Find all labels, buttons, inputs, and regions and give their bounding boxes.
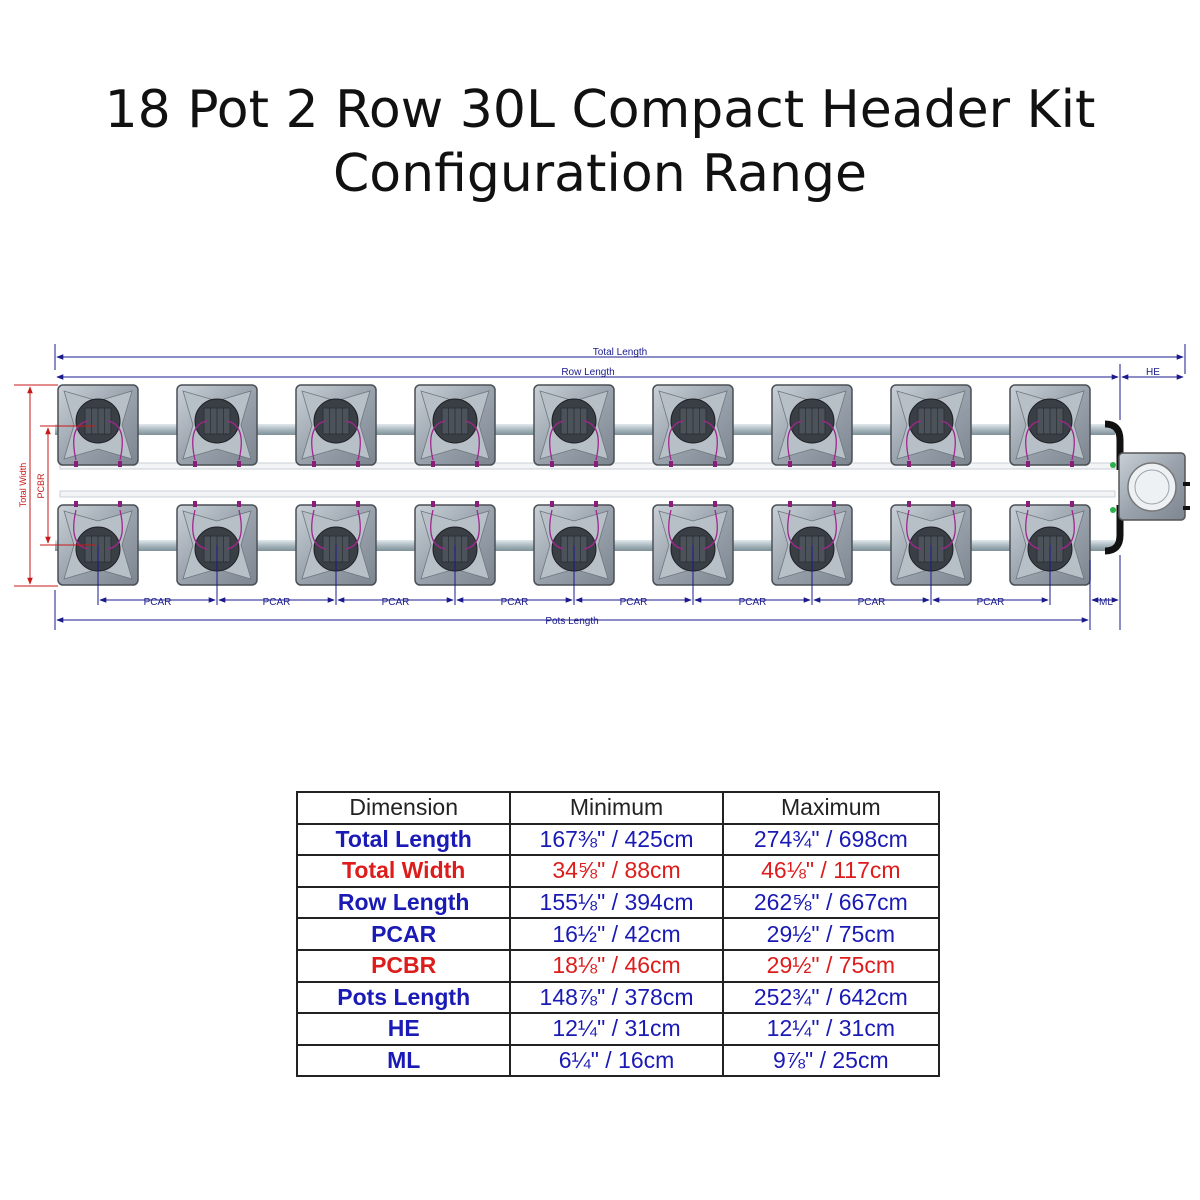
fitting-green-top [1110,462,1116,468]
minimum-cell: 18⅛" / 46cm [509,948,724,983]
dimension-cell: ML [295,1043,512,1078]
header-dimension: Dimension [295,791,512,825]
header-elbow-top [1104,420,1124,470]
maximum-cell: 262⅝" / 667cm [721,885,941,920]
label-total-length: Total Length [593,347,648,358]
title-line-2: Configuration Range [333,144,867,204]
label-pcbr: PCBR [36,473,46,499]
maximum-cell: 29½" / 75cm [721,917,941,951]
label-row-length: Row Length [561,367,614,378]
pcar-dims: PCAR PCAR PCAR PCAR PCAR PCAR PCAR PCAR [97,545,1051,608]
maximum-cell: 46⅛" / 117cm [721,854,941,888]
header-maximum: Maximum [721,791,941,825]
page-title: 18 Pot 2 Row 30L Compact Header Kit Conf… [0,78,1200,206]
label-pcar: PCAR [382,597,410,608]
minimum-cell: 167⅜" / 425cm [509,822,724,857]
dimension-cell: PCAR [295,917,512,951]
pots [40,384,1091,586]
minimum-cell: 12¼" / 31cm [509,1012,724,1046]
maximum-cell: 29½" / 75cm [721,948,941,983]
pot [1009,384,1091,467]
table-header-row: Dimension Minimum Maximum [295,791,941,825]
label-total-width: Total Width [18,463,28,508]
label-pcar: PCAR [858,597,886,608]
maximum-cell: 274¾" / 698cm [721,822,941,857]
drain-line-bottom [59,490,1116,498]
header-elbow-bottom [1104,505,1124,555]
pot [414,384,496,467]
label-pcar: PCAR [620,597,648,608]
label-pcar: PCAR [263,597,291,608]
pot [295,384,377,467]
label-pcar: PCAR [977,597,1005,608]
header-tank [1118,452,1190,521]
fitting-green-bottom [1110,507,1116,513]
minimum-cell: 16½" / 42cm [509,917,724,951]
pot [533,384,615,467]
dim-pcbr: PCBR [36,425,95,546]
dim-pots-length: Pots Length [54,590,1089,630]
minimum-cell: 34⅝" / 88cm [509,854,724,888]
title-line-1: 18 Pot 2 Row 30L Compact Header Kit [104,80,1096,140]
pot [890,384,972,467]
label-ml: ML [1099,597,1113,608]
label-he: HE [1146,367,1160,378]
pot [176,384,258,467]
pot [57,384,139,467]
header-minimum: Minimum [509,791,724,825]
dimension-cell: Total Length [295,822,512,857]
dimension-cell: Row Length [295,885,512,920]
minimum-cell: 148⅞" / 378cm [509,980,724,1015]
dim-total-length: Total Length [54,344,1186,374]
pot [652,384,734,467]
dim-he: HE [1121,367,1184,380]
pot [771,384,853,467]
dim-row-length: Row Length [56,364,1121,420]
label-pots-length: Pots Length [545,616,598,627]
minimum-cell: 6¼" / 16cm [509,1043,724,1078]
dimension-cell: PCBR [295,948,512,983]
label-pcar: PCAR [144,597,172,608]
layout-diagram: Total Length Row Length HE Total Width P… [0,330,1200,660]
maximum-cell: 252¾" / 642cm [721,980,941,1015]
dimension-cell: Total Width [295,854,512,888]
label-pcar: PCAR [501,597,529,608]
dim-ml: ML [1089,555,1121,630]
layout-diagram-svg: Total Length Row Length HE Total Width P… [14,344,1190,630]
minimum-cell: 155⅛" / 394cm [509,885,724,920]
maximum-cell: 9⅞" / 25cm [721,1043,941,1078]
label-pcar: PCAR [739,597,767,608]
maximum-cell: 12¼" / 31cm [721,1012,941,1046]
dimension-cell: Pots Length [295,980,512,1015]
dimension-cell: HE [295,1012,512,1046]
dim-total-width: Total Width [14,384,58,587]
